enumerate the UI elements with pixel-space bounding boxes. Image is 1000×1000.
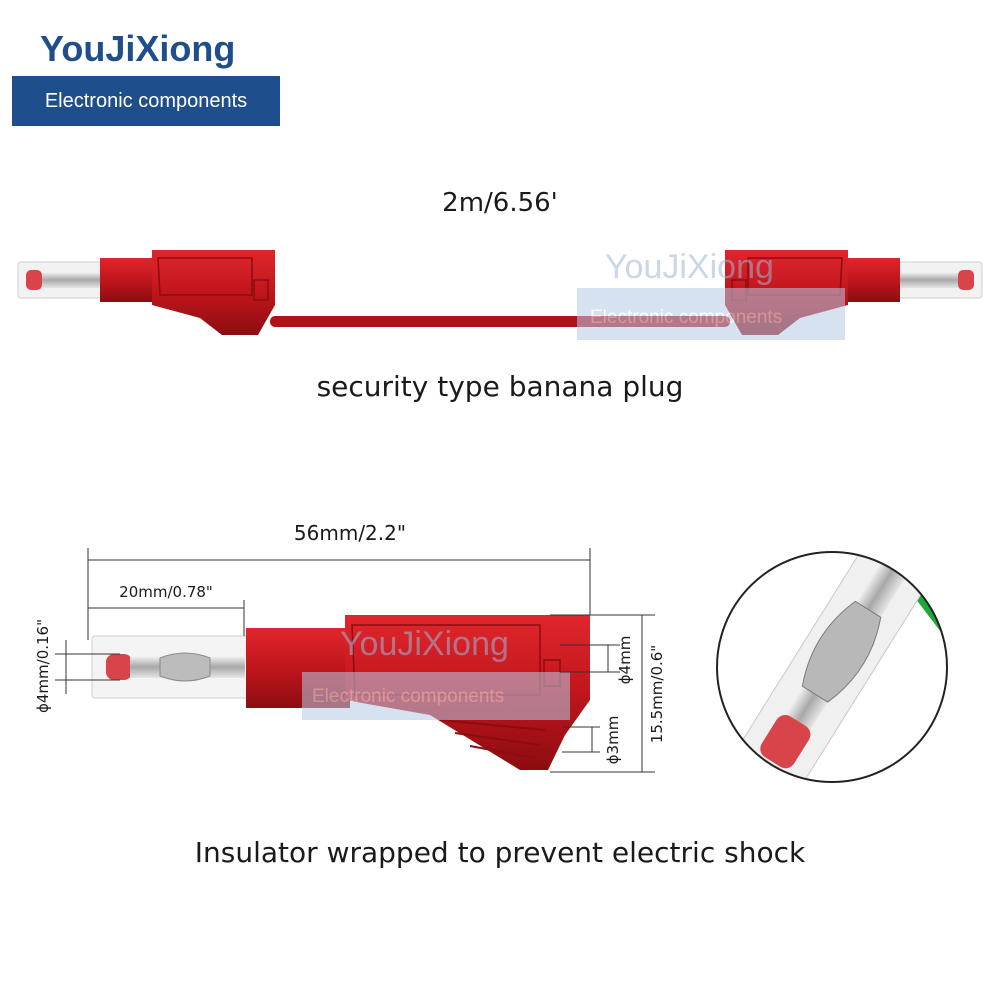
pin-length-label: 20mm/0.78" <box>119 583 213 601</box>
body-height-label: 15.5mm/0.6" <box>648 645 666 743</box>
plug-type-caption: security type banana plug <box>316 370 684 403</box>
small-diameter-label: ϕ3mm <box>604 716 622 765</box>
test-lead-cable: YouJiXiong Electronic components <box>17 248 983 340</box>
insulator-caption: Insulator wrapped to prevent electric sh… <box>194 836 806 869</box>
watermark-diagram: YouJiXiong Electronic components <box>302 625 570 720</box>
watermark-tagline-2: Electronic components <box>312 686 504 707</box>
brand-tagline-banner: Electronic components <box>12 76 280 126</box>
left-banana-plug <box>17 250 275 335</box>
insulator-zoom-circle <box>716 551 948 783</box>
brand-name: YouJiXiong <box>40 28 236 69</box>
watermark-tagline: Electronic components <box>590 307 782 328</box>
watermark-top: YouJiXiong Electronic components <box>577 248 845 340</box>
pin-diameter-label: ϕ4mm/0.16" <box>34 619 52 713</box>
socket-diameter-label: ϕ4mm <box>616 636 634 685</box>
watermark-name-2: YouJiXiong <box>340 625 509 663</box>
total-length-label: 56mm/2.2" <box>294 521 406 545</box>
watermark-name: YouJiXiong <box>605 248 774 286</box>
plug-dimension-diagram: YouJiXiong Electronic components 56mm/2.… <box>34 521 666 773</box>
cable-length-caption: 2m/6.56' <box>442 188 558 218</box>
